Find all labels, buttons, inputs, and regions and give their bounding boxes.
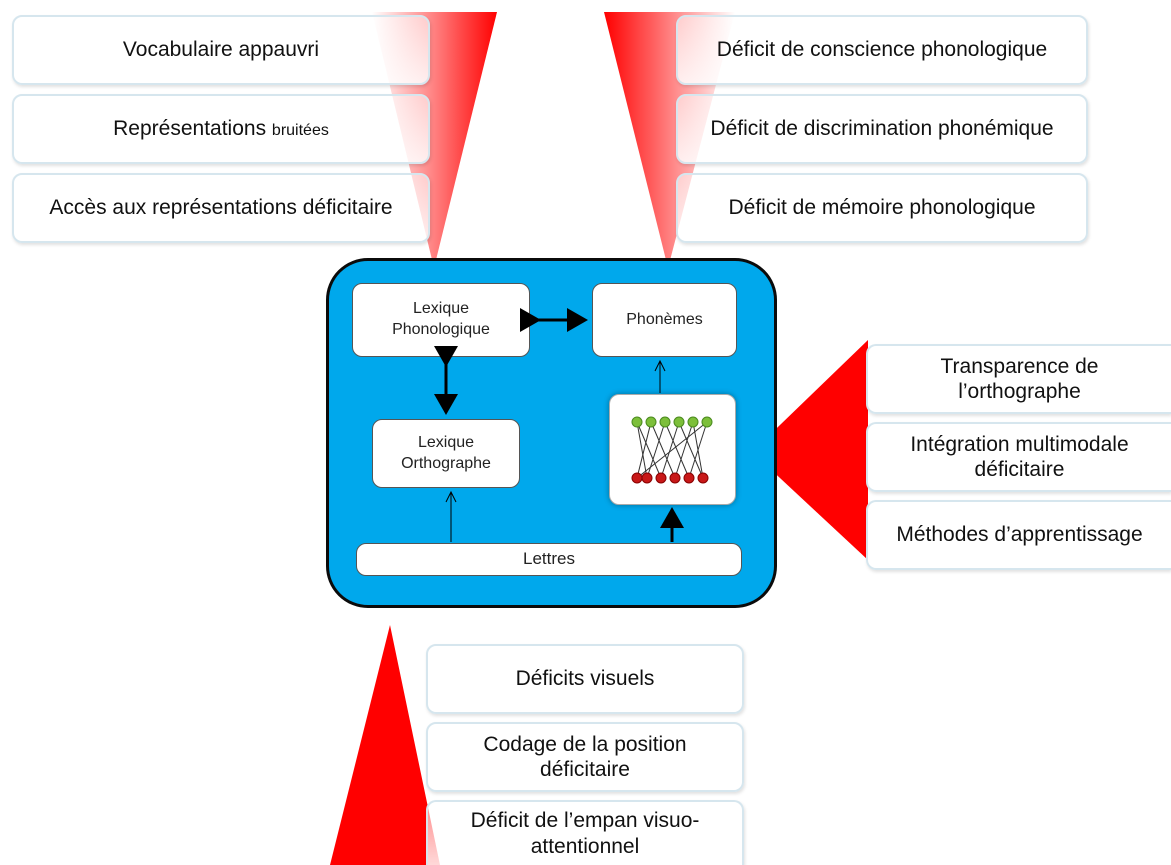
label-empan: Déficit de l’empan visuo-attentionnel: [470, 809, 700, 858]
node-phonemes: Phonèmes: [592, 283, 737, 357]
label-discrimination: Déficit de discrimination phonémique: [710, 117, 1054, 141]
neural-network-icon: [631, 416, 712, 483]
box-memoire-phonologique: Déficit de mémoire phonologique: [676, 173, 1088, 243]
box-deficits-visuels: Déficits visuels: [426, 644, 744, 714]
node-lettres: Lettres: [356, 543, 742, 576]
wedge-right: [752, 340, 868, 560]
box-representations-bruitees: Représentations bruitées: [12, 94, 430, 164]
node-network: [609, 394, 736, 505]
box-acces-representations: Accès aux représentations déficitaire: [12, 173, 430, 243]
box-vocabulaire-appauvri: Vocabulaire appauvri: [12, 15, 430, 85]
label-memoire: Déficit de mémoire phonologique: [728, 196, 1036, 220]
box-discrimination-phonemique: Déficit de discrimination phonémique: [676, 94, 1088, 164]
label-acces: Accès aux représentations déficitaire: [49, 196, 393, 220]
label-methodes: Méthodes d’apprentissage: [896, 523, 1143, 547]
label-conscience: Déficit de conscience phonologique: [716, 38, 1048, 62]
label-vocabulaire: Vocabulaire appauvri: [122, 38, 320, 62]
box-conscience-phonologique: Déficit de conscience phonologique: [676, 15, 1088, 85]
label-representations: Représentations bruitées: [113, 117, 329, 141]
box-methodes-apprentissage: Méthodes d’apprentissage: [866, 500, 1171, 570]
box-empan-visuo-attentionnel: Déficit de l’empan visuo-attentionnel: [426, 800, 744, 865]
wedge-bottom: [330, 625, 440, 865]
label-visuels: Déficits visuels: [515, 667, 655, 691]
